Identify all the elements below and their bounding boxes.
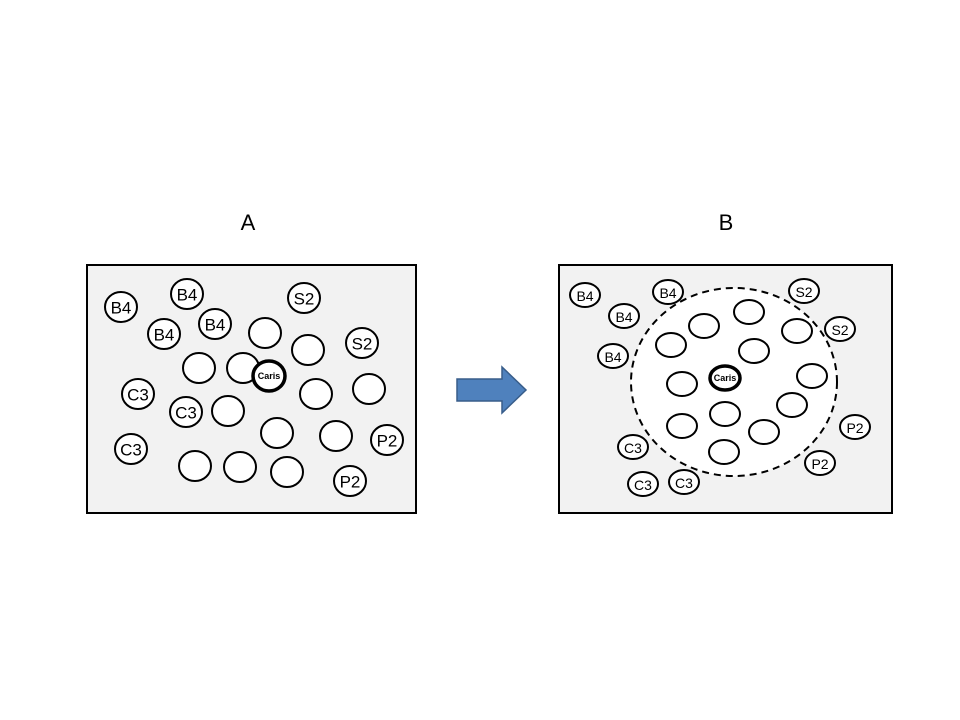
panel-b-label-c3: C3 [675,475,693,491]
panel-a-label-p2: P2 [377,432,398,451]
panel-b-node-b4 [652,279,684,305]
panel-b-label-b4: B4 [615,309,632,325]
panel-a-node-b4 [147,318,181,350]
panel-a-node-blank [260,417,294,449]
panel-b-label-b4: B4 [604,349,621,365]
panel-b-label-c3: C3 [624,440,642,456]
panel-a-node-c3 [169,396,203,428]
panel-b-node-b4 [569,282,601,308]
panel-a-label-b4: B4 [177,286,198,305]
panel-a-node-c3 [121,378,155,410]
panel-b-node-blank [666,413,698,439]
panel-b-node-blank [708,439,740,465]
panel-a-node-p2 [333,465,367,497]
panel-a-node-c3 [114,433,148,465]
panel-a-node-blank [211,395,245,427]
panel-a-label-c3: C3 [120,441,142,460]
panel-b-nodes [569,278,871,497]
panel-a-node-blank [248,317,282,349]
panel-b-node-s2 [824,316,856,342]
panel-b-title: B [719,210,734,235]
panel-b-node-c3 [668,469,700,495]
panel-a-node-b4 [104,291,138,323]
panel-a-label-s2: S2 [352,335,373,354]
panel-a-label-p2: P2 [340,473,361,492]
panel-b-node-b4 [608,303,640,329]
transition-arrow-icon [456,365,528,415]
panel-b-node-blank [655,332,687,358]
panel-b-label-c3: C3 [634,477,652,493]
panel-a-node-blank [352,373,386,405]
panel-b-label-caris: Caris [714,373,737,383]
panel-a-node-s2 [287,282,321,314]
panel-b-label-s2: S2 [831,322,848,338]
panel-b-node-blank [709,401,741,427]
panel-a-node-caris [251,359,287,393]
panel-b-node-blank [688,313,720,339]
panel-a-node-blank [178,450,212,482]
panel-b-node-c3 [617,434,649,460]
panel-a-node-blank [270,456,304,488]
panel-a-labels: B4 B4 B4 B4 S2 S2 C3 C3 C3 P2 P2 Caris [111,286,398,492]
panel-b-node-blank [796,363,828,389]
panel-b-label-b4: B4 [576,288,593,304]
panel-b-label-b4: B4 [659,285,676,301]
panel-a-label-c3: C3 [127,386,149,405]
panel-a-node-blank [299,378,333,410]
panel-b-node-c3 [627,471,659,497]
panel-b-node-blank [666,371,698,397]
panel-a-label-s2: S2 [294,290,315,309]
panel-b-node-p2 [839,414,871,440]
panel-b-node-blank [781,318,813,344]
panel-a-node-p2 [370,424,404,456]
panel-a-nodes [104,278,404,497]
panel-a-node-s2 [345,327,379,359]
panel-b-node-s2 [788,278,820,304]
panel-b-label-s2: S2 [795,284,812,300]
panel-a-label-c3: C3 [175,404,197,423]
panel-b-node-blank [748,419,780,445]
panel-b-label-p2: P2 [846,420,863,436]
panel-b-label-p2: P2 [811,456,828,472]
panel-a-label-b4: B4 [154,326,175,345]
panel-b-node-caris [708,364,742,392]
panel-a-node-blank [223,451,257,483]
panel-b-node-blank [776,392,808,418]
panel-b-node-blank [738,338,770,364]
panel-b-node-blank [733,299,765,325]
panel-a-label-b4: B4 [111,299,132,318]
panel-b-node-p2 [804,450,836,476]
panel-a-node-blank [319,420,353,452]
panel-a-title: A [241,210,256,235]
panel-b-labels: B4 B4 B4 B4 S2 S2 C3 C3 C3 P2 P2 Caris [576,284,863,493]
panel-a-label-b4: B4 [205,316,226,335]
panel-b-node-b4 [597,343,629,369]
panel-a-label-caris: Caris [258,371,281,381]
panel-a-node-blank [291,334,325,366]
panel-a-node-b4 [170,278,204,310]
panel-a-node-b4 [198,308,232,340]
panel-a-node-blank [182,352,216,384]
